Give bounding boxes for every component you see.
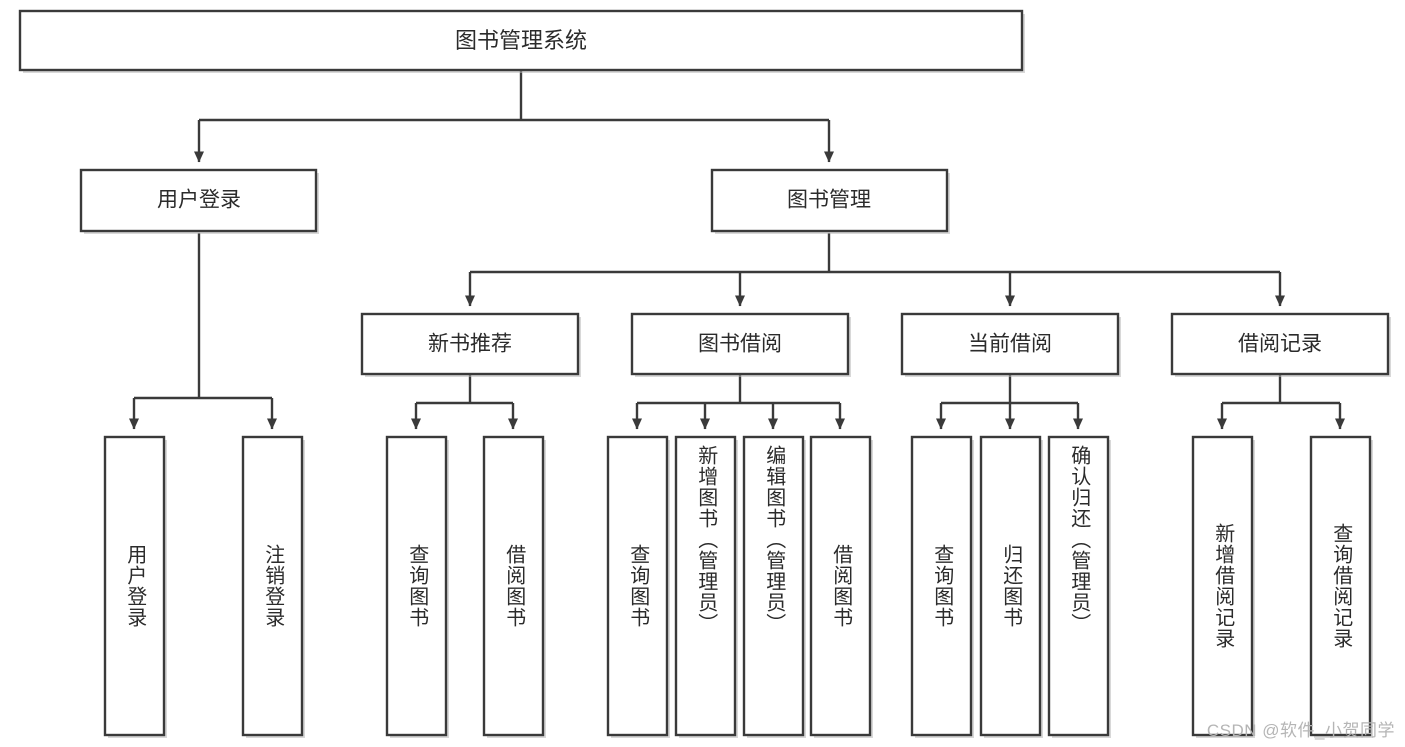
leaf-borrow-book-1-rect[interactable]	[482, 435, 545, 737]
user-login-label: 用户登录	[157, 189, 241, 212]
node-book-management[interactable]: 图书管理	[710, 168, 950, 234]
new-book-recommend-rect	[360, 312, 580, 376]
node-book-borrow[interactable]: 图书借阅	[630, 312, 851, 377]
leaf-query-borrow-record-rect[interactable]	[1309, 435, 1372, 737]
user-login-rect	[79, 168, 318, 233]
current-borrow-label: 当前借阅	[968, 333, 1052, 356]
leaf-query-book-2-rect[interactable]	[606, 435, 669, 737]
book-borrow-label: 图书借阅	[698, 333, 782, 356]
leaf-user-login-rect[interactable]	[103, 435, 166, 737]
node-borrow-record[interactable]: 借阅记录	[1170, 312, 1391, 377]
leaf-edit-book-rect[interactable]	[742, 435, 805, 737]
leaf-return-book-rect[interactable]	[979, 435, 1042, 737]
leaf-add-book-rect[interactable]	[674, 435, 737, 737]
borrow-record-rect	[1170, 312, 1390, 376]
node-current-borrow[interactable]: 当前借阅	[900, 312, 1121, 377]
borrow-record-label: 借阅记录	[1238, 333, 1322, 356]
csdn-watermark: CSDN @软件_小贺同学	[1206, 721, 1395, 740]
leaf-query-book-3-rect[interactable]	[910, 435, 973, 737]
leaf-logout-login-rect[interactable]	[241, 435, 304, 737]
new-book-recommend-label: 新书推荐	[428, 333, 512, 356]
book-borrow-rect	[630, 312, 850, 376]
node-user-login[interactable]: 用户登录	[79, 168, 319, 234]
connector-layer	[129, 70, 1345, 430]
root-rect	[18, 9, 1024, 72]
book-management-rect	[710, 168, 949, 233]
node-root-system[interactable]: 图书管理系统	[18, 9, 1025, 73]
current-borrow-rect	[900, 312, 1120, 376]
leaf-add-borrow-record-rect[interactable]	[1191, 435, 1254, 737]
leaf-boxes-layer	[103, 435, 1373, 738]
root-label: 图书管理系统	[455, 28, 587, 53]
leaf-query-book-1-rect[interactable]	[385, 435, 448, 737]
leaf-borrow-book-2-rect[interactable]	[809, 435, 872, 737]
book-management-label: 图书管理	[787, 189, 871, 212]
leaf-confirm-return-rect[interactable]	[1047, 435, 1110, 737]
node-new-book-recommend[interactable]: 新书推荐	[360, 312, 581, 377]
